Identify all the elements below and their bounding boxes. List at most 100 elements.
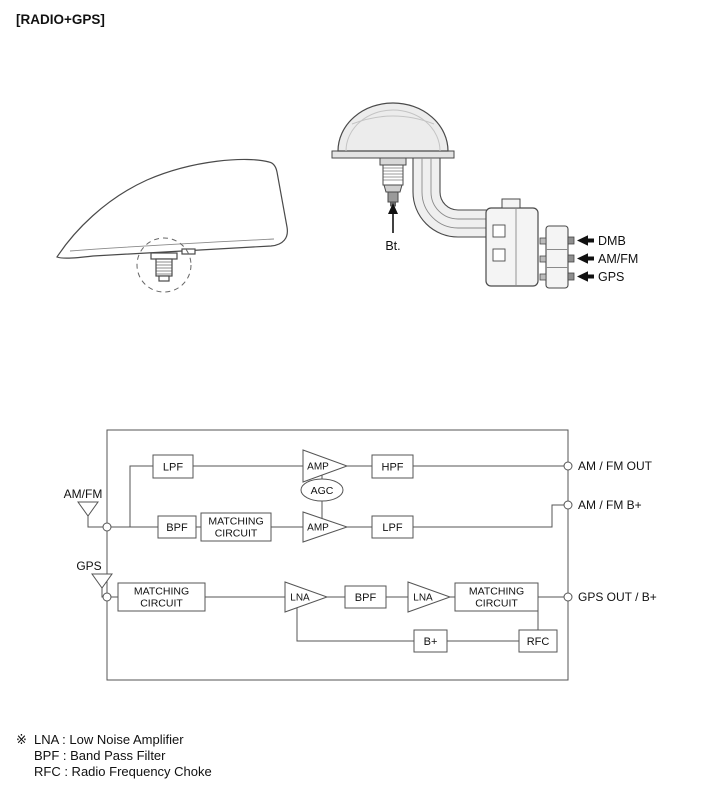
bolt-terminal — [387, 191, 399, 203]
amfm-antenna-input: AM/FM — [64, 487, 103, 517]
block-rfc-label: RFC — [527, 636, 550, 648]
pin-callouts: DMB AM/FM GPS — [577, 234, 638, 284]
block-rfc — [518, 629, 558, 653]
output-label-amfm-b: AM / FM B+ — [578, 498, 642, 512]
block-matching-gps-in-l1: MATCHING — [134, 586, 189, 598]
gps-antenna-icon — [91, 573, 113, 589]
connector-housing — [485, 198, 539, 287]
bt-label: Bt. — [385, 239, 400, 253]
dome-cap — [337, 102, 449, 152]
block-lpf-top-label: LPF — [163, 462, 183, 474]
bt-arrowhead — [388, 203, 398, 214]
block-matching-gps-out-l1: MATCHING — [469, 586, 524, 598]
shark-fin-illustration — [56, 158, 288, 293]
wire — [87, 516, 158, 528]
legend: ※ LNA : Low Noise Amplifier BPF : Band P… — [16, 732, 212, 779]
block-bpf-amfm-label: BPF — [166, 522, 188, 534]
output-label-gps-out: GPS OUT / B+ — [578, 590, 657, 604]
block-bpf-gps-label: BPF — [355, 592, 377, 604]
block-agc — [300, 478, 344, 502]
housing-body — [485, 207, 539, 287]
block-matching-gps-out — [454, 582, 539, 612]
wire — [101, 588, 118, 598]
page-title: [RADIO+GPS] — [16, 12, 105, 27]
housing-lock-tab — [501, 198, 521, 209]
amfm-antenna-icon — [77, 501, 99, 517]
mating-connector — [539, 225, 575, 289]
block-matching-amfm-l1: MATCHING — [208, 516, 263, 528]
pin-label-dmb: DMB — [598, 234, 626, 248]
terminal-dmb — [567, 236, 575, 245]
block-agc-label: AGC — [311, 485, 334, 497]
block-bpf-amfm — [157, 515, 197, 539]
housing-cavity-2 — [492, 248, 506, 262]
output-label-amfm-out: AM / FM OUT — [578, 459, 653, 473]
mating-nub-3 — [539, 273, 547, 281]
bolt-collar — [379, 157, 407, 166]
dome-contour-top — [351, 115, 435, 125]
legend-bpf: BPF : Band Pass Filter — [34, 748, 166, 763]
block-b-plus — [413, 629, 448, 653]
pin-label-amfm: AM/FM — [598, 252, 638, 266]
fin-base-seam — [69, 238, 275, 252]
mating-connector-body — [545, 225, 569, 289]
block-hpf — [371, 454, 414, 479]
block-lpf-bottom — [371, 515, 414, 539]
block-matching-gps-out-l2: CIRCUIT — [475, 598, 518, 610]
bt-callout: Bt. — [385, 203, 401, 253]
terminal-node-amfm-out — [563, 461, 573, 471]
block-amp-bottom — [302, 511, 349, 543]
block-amp-bottom-label: AMP — [307, 523, 329, 534]
bolt-thread-lines — [383, 167, 403, 181]
block-lna-second-label: LNA — [413, 593, 433, 604]
block-matching-amfm-l2: CIRCUIT — [215, 528, 258, 540]
block-lna-second — [407, 581, 452, 613]
pin-label-gps: GPS — [598, 270, 624, 284]
gps-input-label: GPS — [76, 559, 101, 573]
fin-outline — [56, 158, 288, 259]
block-matching-gps-in — [117, 582, 206, 612]
dome-rim — [331, 150, 455, 159]
amfm-input-label: AM/FM — [64, 487, 103, 501]
legend-rfc: RFC : Radio Frequency Choke — [34, 764, 212, 779]
mating-nub-2 — [539, 255, 547, 263]
wire — [129, 465, 153, 527]
antenna-base-detail: Bt. DMB AM/FM G — [331, 102, 638, 289]
terminal-amfm — [567, 254, 575, 263]
connector-tip — [158, 275, 170, 282]
connector-flange — [150, 252, 178, 260]
pin-arrow-gps — [577, 271, 594, 282]
block-lpf-bottom-label: LPF — [382, 522, 402, 534]
terminal-node-gps-out — [563, 592, 573, 602]
legend-marker: ※ — [16, 733, 27, 748]
housing-cavity-1 — [492, 224, 506, 238]
gps-antenna-input: GPS — [76, 559, 113, 589]
conduit-rib-1 — [421, 158, 490, 229]
block-amp-top — [302, 449, 349, 483]
thread-lines — [156, 261, 172, 275]
block-matching-amfm — [200, 512, 272, 542]
block-lna-first-label: LNA — [290, 593, 310, 604]
block-matching-gps-in-l2: CIRCUIT — [140, 598, 183, 610]
bolt-nut — [383, 184, 403, 193]
mounting-bolt — [379, 157, 407, 207]
terminal-node — [102, 592, 112, 602]
connector-thread-body — [155, 258, 173, 277]
detail-highlight-circle — [136, 237, 192, 293]
block-b-plus-label: B+ — [424, 636, 438, 648]
block-diagram: AM/FM GPS LPF AMP HPF AGC BPF MATCHING C… — [64, 429, 657, 681]
wire-supply — [296, 608, 414, 642]
legend-lna: LNA : Low Noise Amplifier — [34, 732, 184, 747]
dome-contour-inner — [345, 109, 441, 152]
block-bpf-gps — [344, 585, 387, 609]
pin-arrow-dmb — [577, 235, 594, 246]
conduit-elbow — [412, 157, 491, 238]
mating-nub-1 — [539, 237, 547, 245]
terminal-node — [102, 522, 112, 532]
terminal-node-amfm-b — [563, 500, 573, 510]
block-hpf-label: HPF — [382, 462, 404, 474]
diagram-wires — [87, 465, 564, 642]
block-lna-first — [284, 581, 329, 613]
